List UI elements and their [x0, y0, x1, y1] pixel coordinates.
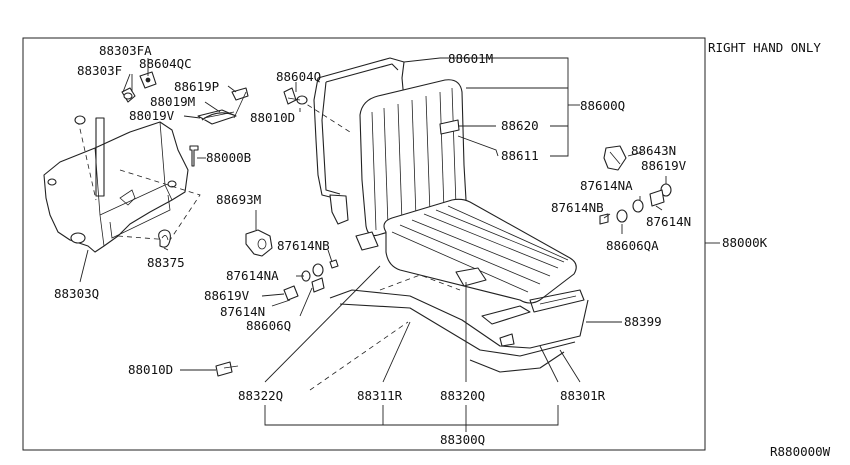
label-88606QA: 88606QA [606, 238, 659, 253]
label-88604QC: 88604QC [139, 56, 192, 71]
label-88019M: 88019M [150, 94, 195, 109]
seat-base-frame [309, 274, 589, 391]
label-87614NB-left: 87614NB [277, 238, 330, 253]
label-88010D-bottom: 88010D [128, 362, 173, 377]
side-bracket-88303Q [43, 117, 201, 253]
drawing-code: R880000W [770, 444, 831, 459]
label-88303F: 88303F [77, 63, 122, 78]
label-88019V: 88019V [129, 108, 175, 123]
right-bracket-88643N [599, 145, 672, 225]
diagram-frame [22, 37, 706, 451]
label-88620: 88620 [501, 118, 539, 133]
label-88303FA: 88303FA [99, 43, 152, 58]
label-87614N-left: 87614N [220, 304, 265, 319]
label-88600Q: 88600Q [580, 98, 625, 113]
label-88619P: 88619P [174, 79, 219, 94]
seat-cushion [355, 198, 577, 304]
left-hinge-hardware [283, 259, 339, 301]
label-88619V-right: 88619V [641, 158, 687, 173]
label-88375: 88375 [147, 255, 185, 270]
label-88693M: 88693M [216, 192, 261, 207]
label-88601M: 88601M [448, 51, 493, 66]
label-87614NA-right: 87614NA [580, 178, 633, 193]
label-88000B: 88000B [206, 150, 251, 165]
label-88303Q: 88303Q [54, 286, 99, 301]
label-88619V-left: 88619V [204, 288, 250, 303]
label-88000K: 88000K [722, 235, 768, 250]
leader-lines [79, 57, 720, 432]
label-88322Q: 88322Q [238, 388, 283, 403]
seat-back-hardware [283, 87, 308, 105]
label-88604Q: 88604Q [276, 69, 321, 84]
label-88399: 88399 [624, 314, 662, 329]
label-88611: 88611 [501, 148, 539, 163]
label-87614NB-right: 87614NB [551, 200, 604, 215]
bolt-88010D [215, 361, 239, 377]
label-88300Q: 88300Q [440, 432, 485, 447]
right-hand-only-note: RIGHT HAND ONLY [708, 40, 821, 55]
seat-back-cushion-88620 [359, 79, 467, 237]
label-88301R: 88301R [560, 388, 606, 403]
label-87614N-right: 87614N [646, 214, 691, 229]
label-87614NA-left: 87614NA [226, 268, 279, 283]
hinge-bracket-88693M [245, 229, 273, 257]
label-88320Q: 88320Q [440, 388, 485, 403]
part-labels: 88303FA 88303F 88604QC 88619P 88019M 880… [54, 43, 768, 447]
label-88606Q: 88606Q [246, 318, 291, 333]
label-88643N: 88643N [631, 143, 676, 158]
bracket-hardware [74, 71, 249, 248]
label-88311R: 88311R [357, 388, 403, 403]
label-88010D-top: 88010D [250, 110, 295, 125]
